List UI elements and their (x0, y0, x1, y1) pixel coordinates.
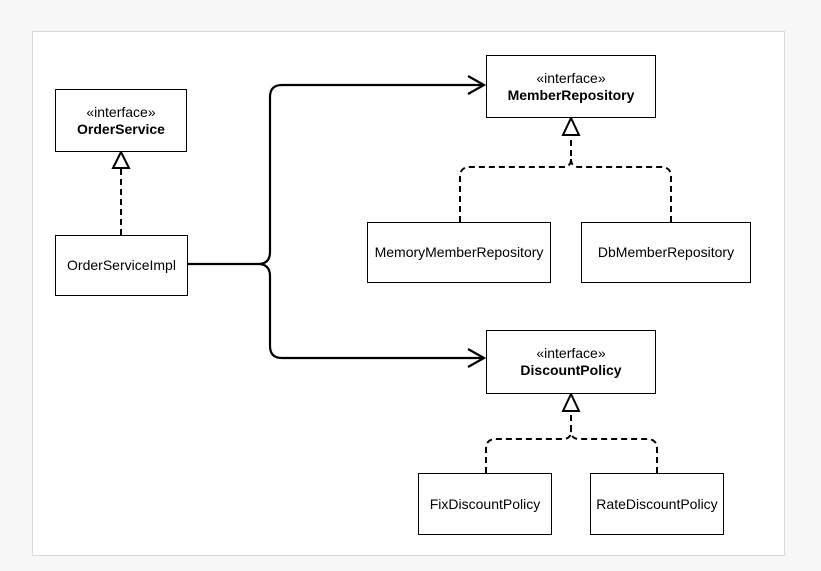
interface-name: OrderService (77, 120, 165, 137)
interface-discount-policy[interactable]: «interface» DiscountPolicy (486, 330, 656, 394)
realization-member-repository (459, 115, 672, 222)
interface-name: MemberRepository (507, 86, 635, 103)
class-name: DbMemberRepository (597, 244, 735, 260)
interface-order-service[interactable]: «interface» OrderService (55, 89, 187, 152)
stereotype-label: «interface» (536, 69, 606, 86)
association-lines (188, 75, 487, 368)
realization-order-service (111, 149, 131, 235)
interface-name: DiscountPolicy (520, 362, 622, 378)
stereotype-label: «interface» (86, 103, 156, 120)
class-db-member-repository[interactable]: DbMemberRepository (581, 222, 751, 283)
class-name: RateDiscountPolicy (596, 495, 718, 512)
stereotype-label: «interface» (536, 345, 606, 361)
class-fix-discount-policy[interactable]: FixDiscountPolicy (418, 473, 552, 535)
class-name: MemoryMemberRepository (374, 244, 544, 260)
class-name: OrderServiceImpl (67, 257, 176, 273)
class-rate-discount-policy[interactable]: RateDiscountPolicy (590, 473, 724, 535)
class-order-service-impl[interactable]: OrderServiceImpl (55, 235, 188, 296)
class-memory-member-repository[interactable]: MemoryMemberRepository (367, 222, 551, 283)
realization-discount-policy (485, 391, 658, 473)
class-name: FixDiscountPolicy (429, 495, 541, 512)
interface-member-repository[interactable]: «interface» MemberRepository (486, 55, 656, 118)
